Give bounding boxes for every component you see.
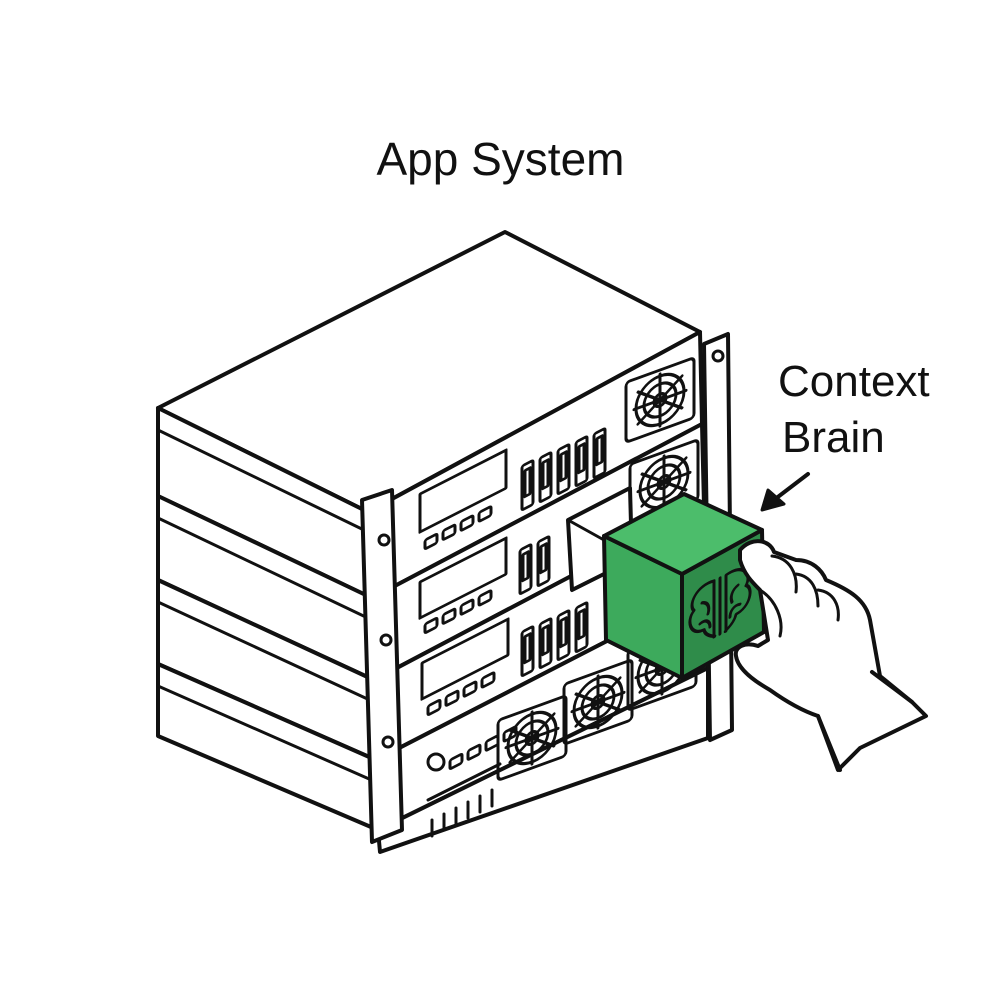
context-brain-label-line1: Context	[778, 357, 930, 406]
context-brain-label-line2: Brain	[782, 413, 885, 462]
context-brain-module	[602, 492, 766, 680]
server-rack-icon	[156, 230, 734, 854]
hand-icon	[733, 539, 928, 772]
diagram-title: App System	[376, 133, 625, 185]
arrow-icon	[760, 472, 810, 512]
brain-icon	[688, 568, 752, 639]
